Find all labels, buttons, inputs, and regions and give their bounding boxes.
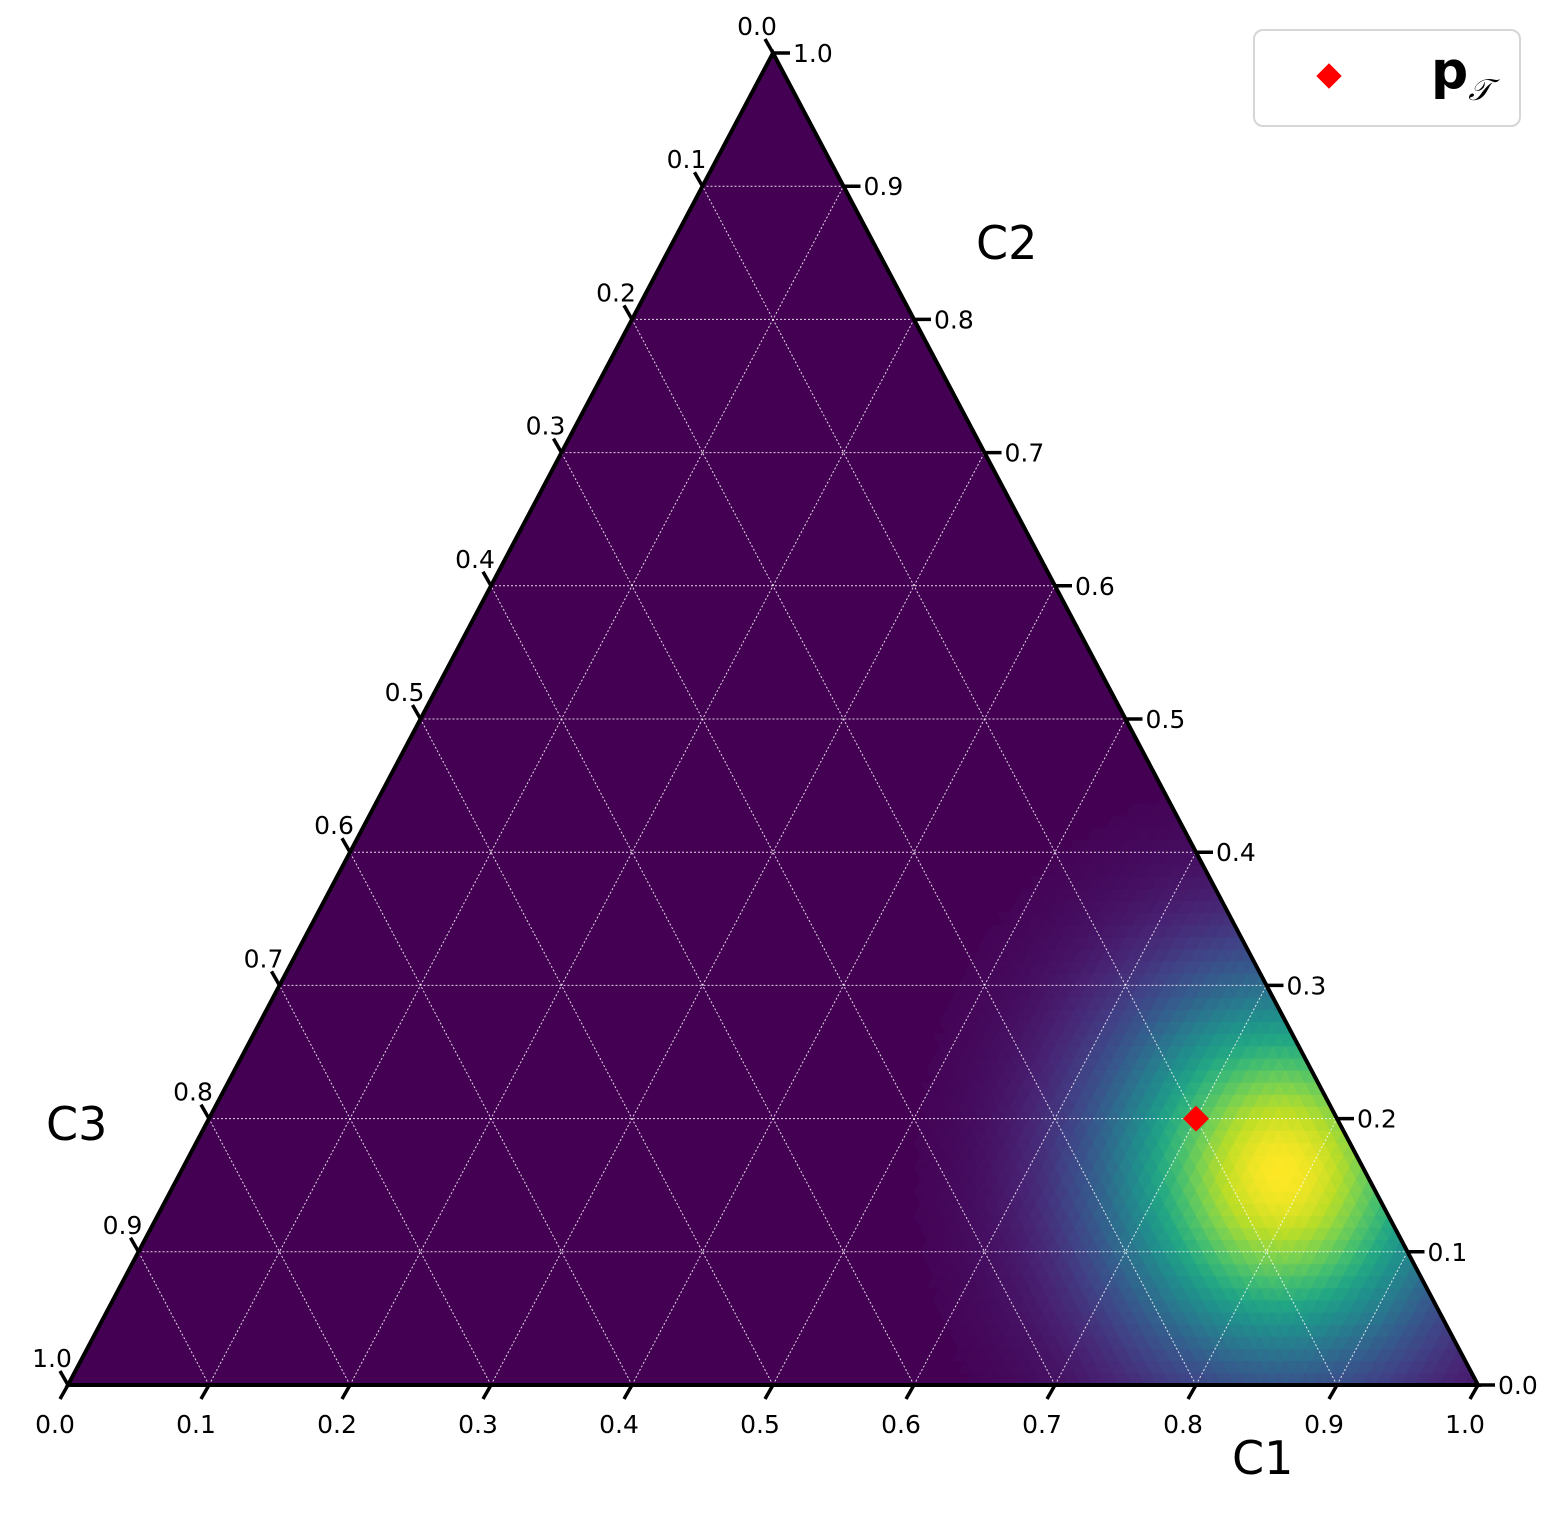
tick-label-c2: 0.3	[1287, 971, 1327, 1000]
axis-title-c1: C1	[1232, 1431, 1293, 1485]
axis-title-c2: C2	[976, 216, 1037, 270]
tick-c3	[58, 1370, 70, 1386]
tick-c1	[1186, 1384, 1198, 1400]
tick-c1	[1327, 1384, 1339, 1400]
legend-label-sub: 𝒯	[1468, 73, 1492, 108]
tick-label-c1: 0.3	[458, 1410, 498, 1439]
tick-label-c2: 0.5	[1146, 705, 1186, 734]
tick-label-c3: 0.8	[173, 1078, 213, 1107]
tick-label-c2: 0.2	[1357, 1105, 1397, 1134]
tick-label-c3: 0.3	[526, 412, 566, 441]
tick-c1	[58, 1384, 70, 1400]
tick-label-c3: 0.9	[103, 1211, 143, 1240]
tick-label-c1: 0.9	[1304, 1410, 1344, 1439]
tick-c3	[410, 704, 423, 720]
tick-c3	[128, 1236, 141, 1253]
tick-label-c1: 0.6	[881, 1410, 921, 1439]
legend: p𝒯	[1253, 29, 1521, 127]
tick-label-c3: 1.0	[32, 1344, 72, 1373]
tick-c3	[692, 171, 705, 188]
tick-label-c1: 0.4	[599, 1410, 639, 1439]
tick-label-c1: 0.5	[740, 1410, 780, 1439]
tick-label-c1: 0.7	[1022, 1410, 1062, 1439]
tick-c3	[481, 570, 493, 587]
tick-c1	[1468, 1384, 1480, 1400]
tick-label-c3: 0.0	[737, 12, 777, 41]
axis-title-c3: C3	[46, 1097, 107, 1151]
tick-c1	[763, 1384, 775, 1400]
tick-label-c3: 0.5	[385, 678, 425, 707]
tick-label-c1: 0.8	[1163, 1410, 1203, 1439]
tick-label-c3: 0.2	[596, 278, 636, 307]
tick-label-c1: 0.2	[317, 1410, 357, 1439]
tick-c3	[763, 38, 775, 54]
tick-c3	[622, 304, 634, 321]
tick-label-c2: 0.9	[864, 172, 904, 201]
tick-c1	[340, 1384, 352, 1400]
tick-label-c1: 1.0	[1445, 1410, 1485, 1439]
tick-label-c2: 0.0	[1498, 1371, 1538, 1400]
tick-label-c1: 0.0	[35, 1410, 75, 1439]
tick-c3	[340, 837, 352, 854]
tick-label-c3: 0.4	[455, 545, 495, 574]
legend-label: p𝒯	[1431, 45, 1491, 106]
tick-c3	[269, 970, 282, 987]
legend-marker-diamond	[1316, 63, 1342, 89]
tick-label-c2: 0.6	[1075, 572, 1115, 601]
tick-label-c3: 0.6	[314, 811, 354, 840]
tick-c1	[199, 1384, 211, 1400]
tick-label-c3: 0.1	[667, 145, 707, 174]
tick-label-c2: 0.8	[934, 305, 974, 334]
tick-c1	[904, 1384, 916, 1400]
tick-label-c1: 0.1	[176, 1410, 216, 1439]
tick-label-c2: 0.7	[1005, 439, 1045, 468]
tick-label-c3: 0.7	[244, 944, 284, 973]
tick-c3	[199, 1103, 211, 1120]
legend-label-main: p	[1431, 41, 1469, 101]
tick-label-c2: 0.4	[1216, 838, 1256, 867]
tick-c1	[1045, 1384, 1057, 1400]
tick-c1	[481, 1384, 493, 1400]
tick-label-c2: 0.1	[1428, 1238, 1468, 1267]
tick-c3	[551, 437, 564, 454]
tick-c1	[622, 1384, 634, 1400]
tick-label-c2: 1.0	[793, 39, 833, 68]
